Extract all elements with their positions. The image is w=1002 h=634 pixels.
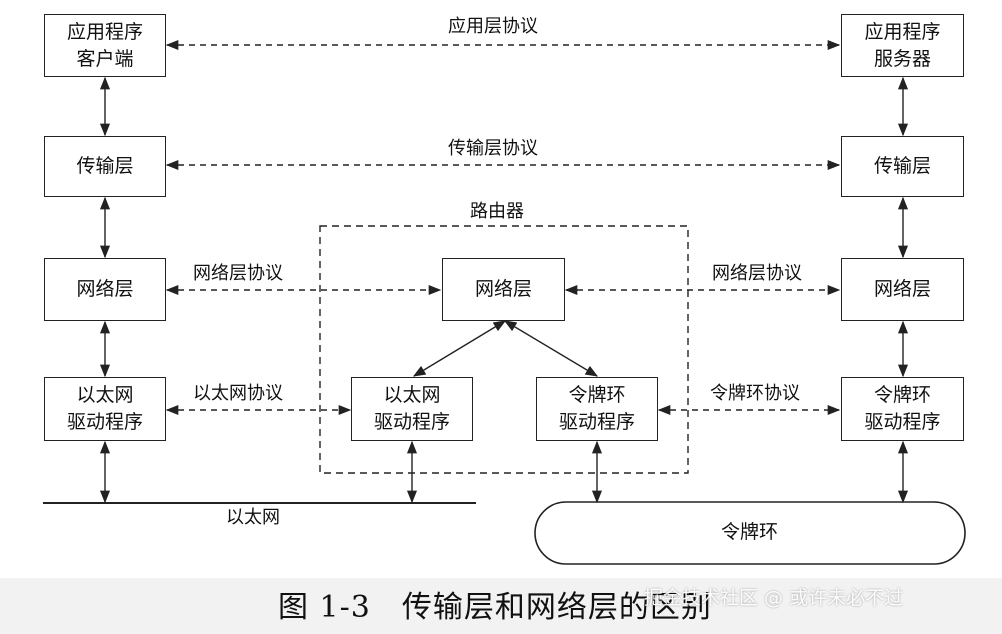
caption-bar — [0, 578, 1002, 634]
left-ethernet-driver-line1: 以太网 — [76, 384, 134, 406]
figure-caption: 图 1-3 传输层和网络层的区别 — [278, 590, 712, 625]
transport-protocol-label: 传输层协议 — [448, 138, 538, 159]
network-protocol-right-label: 网络层协议 — [712, 263, 802, 284]
right-transport-box: 传输层 — [841, 136, 964, 197]
router-boundary — [319, 225, 689, 474]
router-network-ethernet-arrow — [412, 320, 507, 377]
right-token-ring-driver-line2: 驱动程序 — [864, 411, 941, 433]
router-token-ring-driver-box: 令牌环 驱动程序 — [536, 377, 658, 441]
token-ring-protocol-label: 令牌环协议 — [710, 383, 800, 404]
left-network-box: 网络层 — [44, 258, 166, 321]
right-network-label: 网络层 — [873, 278, 931, 300]
token-ring-label: 令牌环 — [721, 521, 779, 543]
client-application-line1: 应用程序 — [66, 20, 143, 43]
right-token-ring-driver-line1: 令牌环 — [873, 384, 931, 406]
router-network-token-arrow — [503, 320, 599, 377]
router-token-ring-driver-line1: 令牌环 — [568, 384, 626, 406]
left-transport-box: 传输层 — [44, 136, 166, 197]
token-ring-shape — [534, 501, 966, 565]
right-token-ring-driver-box: 令牌环 驱动程序 — [841, 377, 964, 441]
ethernet-cable-label: 以太网 — [226, 507, 280, 528]
ethernet-protocol-label: 以太网协议 — [193, 383, 283, 404]
router-token-ring-driver-line2: 驱动程序 — [558, 411, 635, 433]
router-ethernet-driver-line1: 以太网 — [383, 384, 441, 406]
left-ethernet-driver-line2: 驱动程序 — [66, 411, 143, 433]
left-network-label: 网络层 — [76, 278, 134, 300]
watermark-text: 掘金技术社区 @ 或许未必不过 — [644, 587, 904, 609]
right-network-box: 网络层 — [841, 258, 964, 321]
network-protocol-left-label: 网络层协议 — [193, 263, 283, 284]
router-ethernet-driver-box: 以太网 驱动程序 — [351, 377, 473, 441]
server-application-box: 应用程序 服务器 — [841, 14, 964, 77]
server-application-line1: 应用程序 — [864, 20, 941, 43]
client-application-box: 应用程序 客户端 — [44, 14, 166, 77]
right-transport-label: 传输层 — [873, 155, 931, 177]
server-application-line2: 服务器 — [873, 47, 931, 70]
router-network-box: 网络层 — [442, 258, 565, 321]
left-ethernet-driver-box: 以太网 驱动程序 — [44, 377, 166, 441]
client-application-line2: 客户端 — [76, 47, 134, 70]
application-protocol-label: 应用层协议 — [448, 16, 538, 37]
router-network-label: 网络层 — [474, 278, 532, 300]
router-title: 路由器 — [470, 201, 524, 222]
router-ethernet-driver-line2: 驱动程序 — [373, 411, 450, 433]
left-transport-label: 传输层 — [76, 155, 134, 177]
